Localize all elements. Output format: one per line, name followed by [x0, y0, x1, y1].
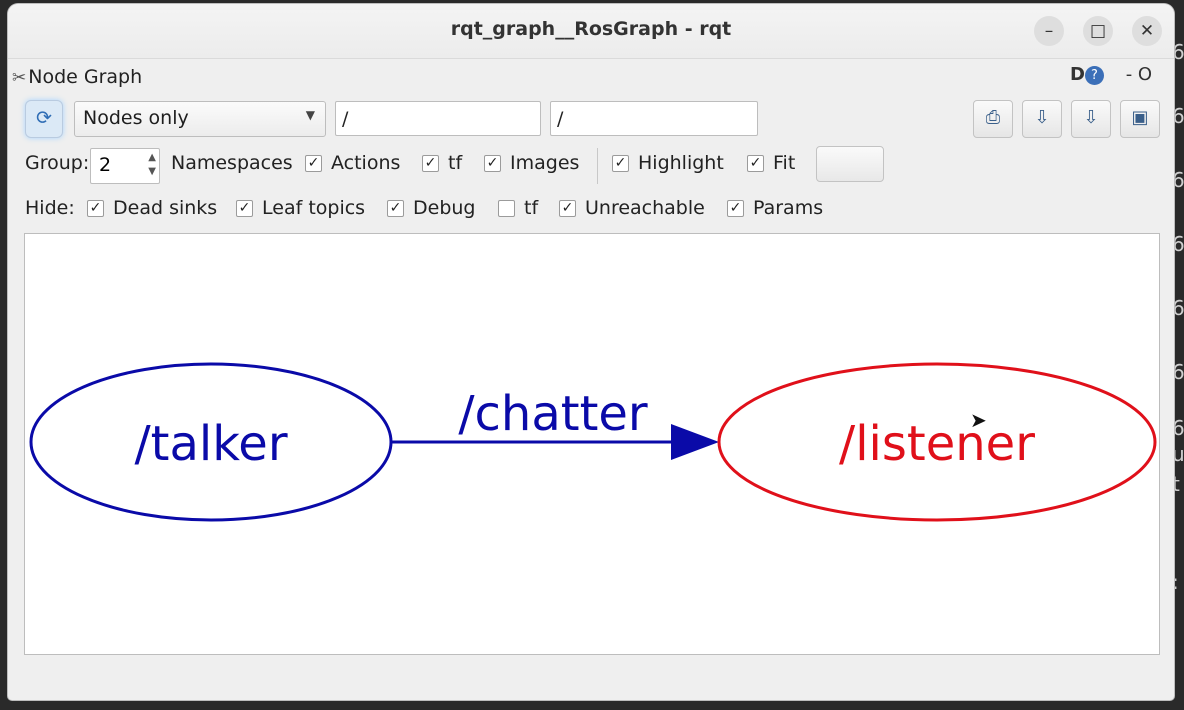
hide-leaf-topics-checkbox[interactable]: ✓	[236, 200, 253, 217]
option-namespaces-checkbox[interactable]: ✓	[305, 155, 322, 172]
mouse-cursor-icon: ➤	[970, 408, 987, 432]
hide-label: Hide:	[25, 197, 75, 219]
help-icon[interactable]: ?	[1084, 66, 1104, 85]
fit-in-view-button[interactable]	[816, 146, 884, 182]
bg-char: 6	[1172, 416, 1184, 440]
option-tf-label: tf	[448, 152, 463, 174]
background-terminal-text: 6 6 6 6 6 6 6 u t :	[1172, 0, 1184, 710]
talker-node-label: /talker	[134, 416, 287, 472]
group-spinbox[interactable]: ▲▼	[90, 148, 160, 184]
hide-dead-sinks-checkbox[interactable]: ✓	[87, 200, 104, 217]
hide-debug-checkbox[interactable]: ✓	[387, 200, 404, 217]
refresh-icon: ⟳	[36, 107, 52, 129]
bg-char: 6	[1172, 360, 1184, 384]
chatter-edge-label: /chatter	[458, 386, 648, 442]
bg-char: 6	[1172, 232, 1184, 256]
option-fit-checkbox[interactable]: ✓	[747, 155, 764, 172]
hide-tf-label: tf	[524, 197, 539, 219]
bg-char: u	[1172, 442, 1184, 466]
chevron-down-icon: ▼	[305, 108, 315, 122]
group-input[interactable]	[91, 149, 131, 181]
save-icon: ⇩	[1034, 107, 1050, 128]
load-dot-button[interactable]: ⎙	[973, 100, 1013, 138]
include-filter-field[interactable]	[335, 101, 541, 136]
toolbar-separator	[597, 148, 598, 184]
option-actions-label: Actions	[331, 152, 401, 174]
bg-char: 6	[1172, 104, 1184, 128]
close-button[interactable]: ✕	[1132, 16, 1162, 46]
save-dot-button[interactable]: ⇩	[1022, 100, 1062, 138]
option-images-label: Images	[510, 152, 580, 174]
minimize-button[interactable]: –	[1034, 16, 1064, 46]
option-images-checkbox[interactable]: ✓	[484, 155, 501, 172]
graph-svg: /talker /chatter /listener	[29, 362, 1157, 522]
listener-node-label: /listener	[839, 416, 1035, 472]
refresh-graph-button[interactable]: ⟳	[25, 100, 63, 138]
open-file-icon: ⎙	[985, 107, 1001, 128]
hide-unreachable-checkbox[interactable]: ✓	[559, 200, 576, 217]
export-icon: ⇩	[1083, 107, 1099, 128]
hide-debug-label: Debug	[413, 197, 476, 219]
option-highlight-checkbox[interactable]: ✓	[612, 155, 629, 172]
exclude-filter-input[interactable]	[551, 102, 757, 135]
option-highlight-label: Highlight	[638, 152, 724, 174]
save-svg-button[interactable]: ⇩	[1071, 100, 1111, 138]
hide-tf-checkbox[interactable]	[498, 200, 515, 217]
group-label: Group:	[25, 152, 90, 174]
wrench-icon: ✂	[12, 68, 27, 88]
listener-node[interactable]	[717, 362, 1157, 522]
hide-params-label: Params	[753, 197, 824, 219]
view-mode-select[interactable]: Nodes only ▼	[74, 101, 326, 137]
dock-button[interactable]: D	[1070, 64, 1085, 85]
bg-char: :	[1172, 570, 1179, 594]
hide-unreachable-label: Unreachable	[585, 197, 705, 219]
rqt-window: rqt_graph__RosGraph - rqt – □ ✕ ✂Node Gr…	[8, 4, 1174, 700]
bg-char: 6	[1172, 296, 1184, 320]
save-image-button[interactable]: ▣	[1120, 100, 1160, 138]
close-plugin-button[interactable]: - O	[1125, 64, 1153, 85]
exclude-filter-field[interactable]	[550, 101, 758, 136]
include-filter-input[interactable]	[336, 102, 540, 135]
graph-canvas[interactable]: /talker /chatter /listener	[24, 233, 1160, 655]
bg-char: 6	[1172, 168, 1184, 192]
plugin-header: ✂Node Graph	[12, 66, 142, 88]
bg-char: t	[1172, 472, 1180, 496]
plugin-title: Node Graph	[28, 66, 143, 88]
option-tf-checkbox[interactable]: ✓	[422, 155, 439, 172]
maximize-button[interactable]: □	[1083, 16, 1113, 46]
bg-char: 6	[1172, 40, 1184, 64]
chatter-edge-arrowhead	[671, 424, 719, 460]
option-namespaces-label: Namespaces	[171, 152, 293, 174]
title-bar[interactable]: rqt_graph__RosGraph - rqt – □ ✕	[8, 4, 1174, 59]
image-icon: ▣	[1131, 107, 1149, 128]
spin-arrows-icon[interactable]: ▲▼	[148, 152, 156, 177]
plugin-header-controls: D? - O	[1070, 64, 1152, 85]
hide-dead-sinks-label: Dead sinks	[113, 197, 218, 219]
hide-leaf-topics-label: Leaf topics	[262, 197, 366, 219]
hide-params-checkbox[interactable]: ✓	[727, 200, 744, 217]
window-title: rqt_graph__RosGraph - rqt	[450, 18, 732, 40]
view-mode-value: Nodes only	[83, 107, 189, 129]
option-fit-label: Fit	[773, 152, 796, 174]
